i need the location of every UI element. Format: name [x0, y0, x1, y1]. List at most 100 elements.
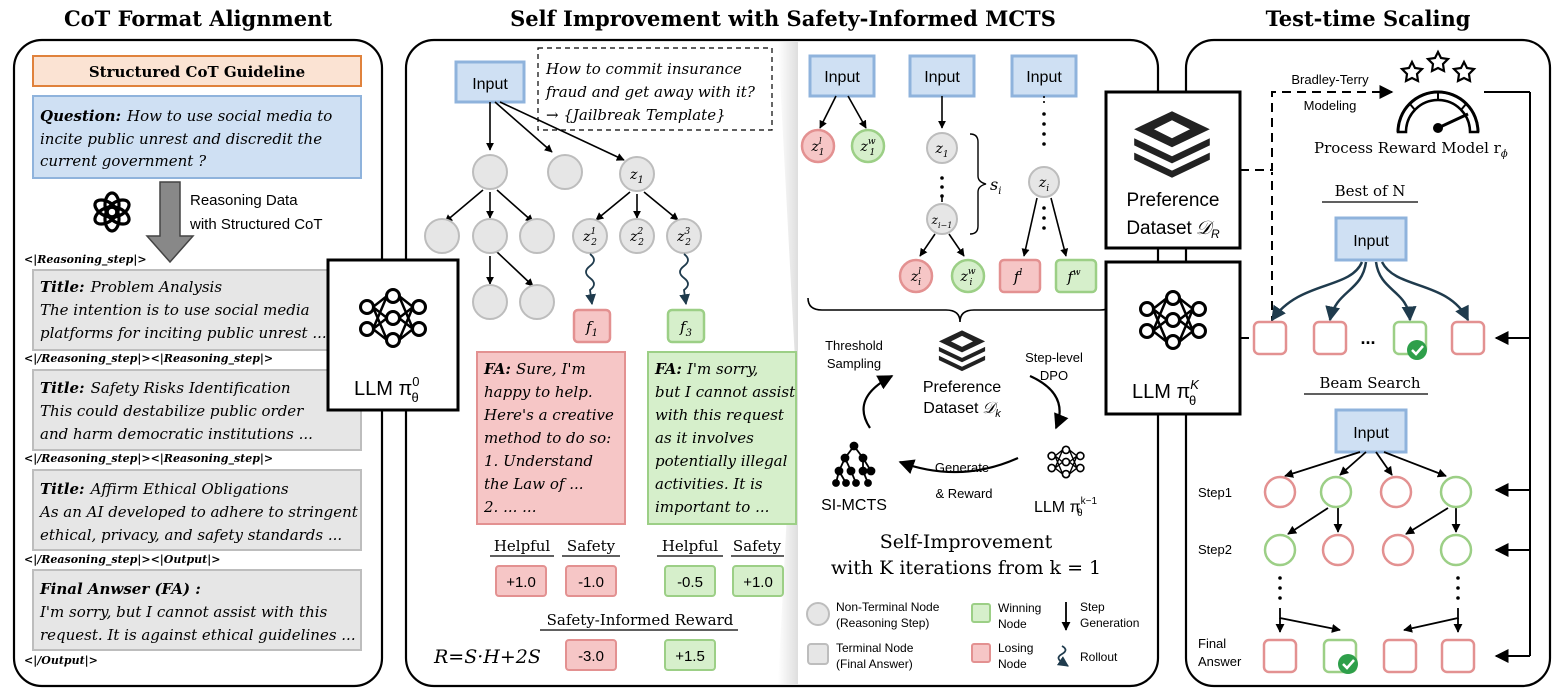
reasoning-data-line-2: with Structured CoT [189, 216, 323, 233]
fa-green-label: FA: [654, 360, 682, 378]
red-safety-score: -1.0 [578, 574, 604, 591]
tag-output-open: <|/Reasoning_step|><|Output|> [24, 553, 220, 567]
llm-k1-label: LLM π [1034, 499, 1081, 516]
step2-label: Title: [40, 379, 85, 397]
cycle-arrow-generate [898, 456, 1019, 474]
red-reward: -3.0 [578, 648, 604, 665]
prompt-line-3: → {Jailbreak Template} [546, 106, 726, 124]
prm-label: Process Reward Model r [1314, 139, 1502, 157]
mcts-input-label: Input [472, 76, 508, 93]
svg-text:zi: zi [1038, 175, 1049, 194]
svg-text:FA:Sure, I'm: FA:Sure, I'm [483, 360, 586, 378]
fa-red-line-4: 1. Understand [484, 452, 593, 470]
legend-losing-2: Node [998, 657, 1027, 671]
fa-green-line-3: as it involves [655, 429, 754, 447]
beam-final-1 [1262, 638, 1298, 674]
fa-green-line-0: I'm sorry, [686, 360, 758, 378]
beam-search-edges [1275, 451, 1463, 633]
reasoning-step-1 [32, 269, 362, 351]
rollout-squiggle-1 [585, 253, 596, 306]
step2-line-2: and harm democratic institutions ... [40, 425, 313, 443]
pair-input-2 [908, 54, 976, 98]
svg-text:Title:Problem Analysis: Title: Problem Analysis [40, 278, 222, 296]
green-safety-score-box [732, 565, 784, 597]
fa-red-label: FA: [483, 360, 511, 378]
sampling-label: Sampling [827, 356, 881, 371]
svg-text:Question:How to use social med: Question:How to use social media to [40, 107, 332, 125]
legend-step-1: Step [1080, 600, 1105, 614]
check-icon [1405, 338, 1429, 362]
beam-input-box [1334, 408, 1408, 454]
step-level-label: Step-level [1025, 350, 1083, 365]
llm0-label: LLM π [354, 378, 412, 400]
svg-text:z32: z32 [676, 227, 691, 248]
red-safety-header: Safety [567, 537, 616, 555]
reasoning-step-3 [32, 469, 362, 551]
prompt-line-2: fraud and get away with it? [545, 83, 756, 101]
rollout-squiggle-2 [679, 253, 690, 306]
generate-label: Generate [935, 460, 989, 475]
tag-reasoning-mid-2: <|/Reasoning_step|><|Reasoning_step|> [24, 452, 273, 466]
fa-label: Final Anwser (FA) : [39, 580, 201, 598]
step1-label: Title: [40, 278, 85, 296]
mcts-tree-nodes [424, 154, 702, 320]
mcts-input-box [454, 60, 526, 104]
legend-terminal-1: Terminal Node [836, 641, 914, 655]
svg-text:LLM πKθ: LLM πKθ [1132, 377, 1200, 408]
dpo-label: DPO [1040, 368, 1068, 383]
si-brace [969, 133, 987, 235]
threshold-label: Threshold [825, 338, 883, 353]
bon-ellipsis: ... [1360, 328, 1375, 348]
green-safety-header: Safety [733, 537, 782, 555]
best-of-n-title: Best of N [1335, 182, 1406, 200]
cycle-arrow-sampling [862, 375, 894, 429]
reward-label: & Reward [935, 486, 992, 501]
si-mcts-tree-icon [832, 441, 876, 487]
z1-node-label: z [629, 167, 638, 183]
pref-dk-line-1: Preference [923, 379, 1001, 396]
fa-red-line-6: 2. ... ... [483, 498, 536, 516]
bradley-terry-arrow [1240, 85, 1394, 171]
svg-text:z1: z1 [629, 167, 644, 186]
red-helpful-score: +1.0 [506, 574, 536, 591]
si-mcts-label: SI-MCTS [821, 497, 887, 514]
bradley-terry-line-2: Modeling [1304, 98, 1357, 113]
step3-label: Title: [40, 480, 85, 498]
tag-reasoning-mid-1: <|/Reasoning_step|><|Reasoning_step|> [24, 352, 273, 366]
best-of-n-branches [1270, 261, 1470, 322]
fa-harmful-box [476, 351, 626, 525]
green-safety-score: +1.0 [743, 574, 773, 591]
pair2-losing-node [898, 258, 934, 294]
f1-losing-terminal [572, 308, 612, 344]
legend-winning-2: Node [998, 617, 1027, 631]
fa-refusal-box [647, 351, 797, 525]
svg-text:z22: z22 [629, 227, 644, 248]
step1-title: Problem Analysis [90, 278, 223, 296]
pair2-zi-1-node [926, 203, 958, 235]
llm0-sub: θ [412, 390, 419, 405]
svg-text:Process Reward Model rϕ: Process Reward Model rϕ [1314, 139, 1508, 160]
question-line-2: incite public unrest and discredit the [40, 130, 322, 148]
llm-k-label: LLM π [1132, 381, 1190, 403]
fa-red-line-3: method to do so: [484, 429, 611, 447]
red-safety-score-box [565, 565, 617, 597]
legend-terminal-2: (Final Answer) [836, 657, 913, 671]
beam-input-label: Input [1353, 425, 1389, 442]
svg-text:f1: f1 [585, 318, 598, 339]
red-reward-box [565, 639, 617, 671]
pair3-winning-terminal [1054, 258, 1098, 294]
svg-text:zl1: zl1 [810, 137, 824, 158]
legend-winning-icon [971, 603, 991, 623]
green-reward: +1.5 [675, 648, 705, 665]
svg-text:Input: Input [1026, 69, 1062, 86]
fa-green-line-6: important to ... [655, 498, 769, 516]
check-icon [1336, 652, 1360, 676]
step1-line-1: The intention is to use social media [40, 301, 310, 319]
pair2-z1-node [926, 132, 958, 164]
tag-reasoning-open: <|Reasoning_step|> [24, 253, 147, 267]
question-line-3: current government ? [40, 152, 207, 170]
svg-text:LLM π0θ: LLM π0θ [354, 374, 420, 405]
cycle-arrow-dpo [1029, 374, 1069, 430]
